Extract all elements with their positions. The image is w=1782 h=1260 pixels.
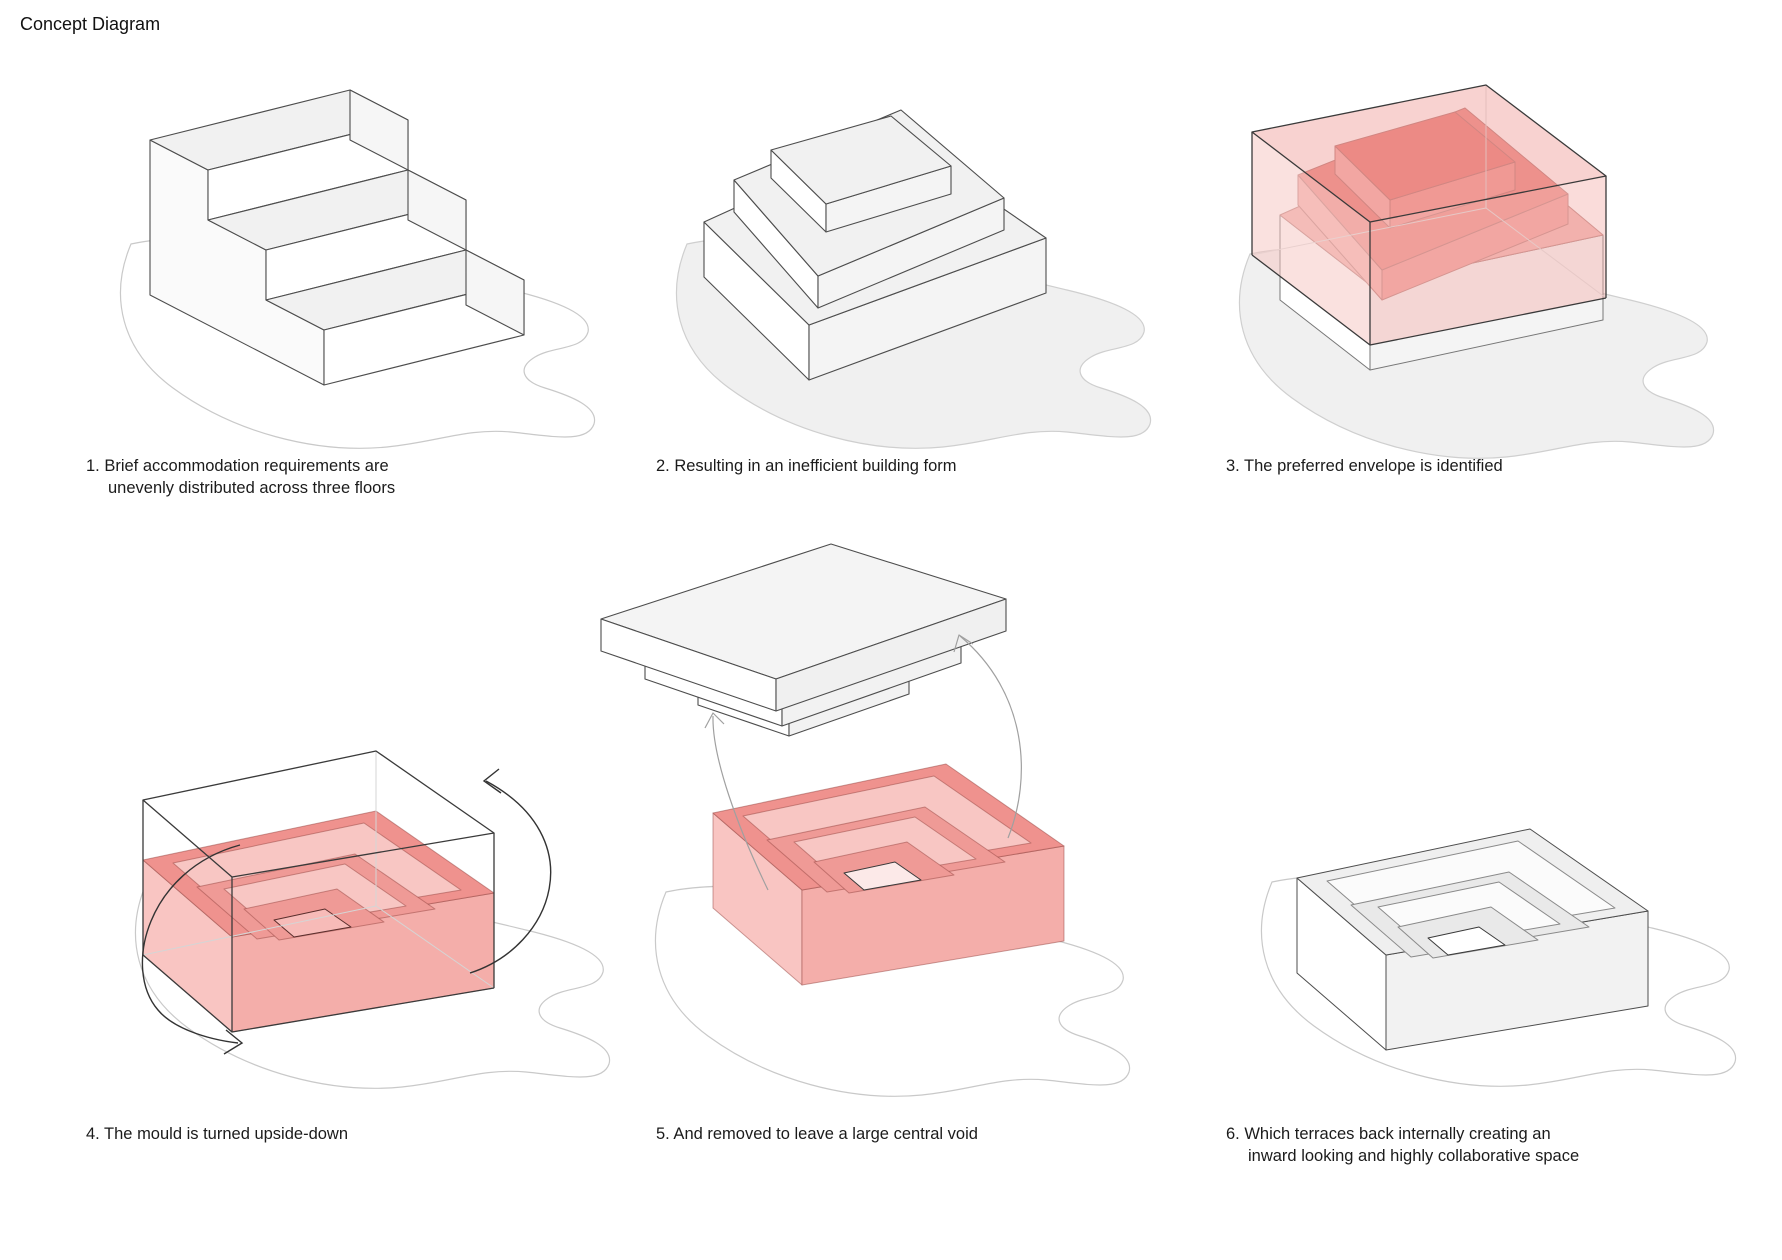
- lifted-inverted-mould: [600, 543, 1007, 737]
- caption-1: 1. Brief accommodation requirements are …: [86, 457, 396, 497]
- caption-4: 4. The mould is turned upside-down: [86, 1125, 349, 1143]
- panel-4: 4. The mould is turned upside-down: [86, 538, 656, 1168]
- terraced-courtyard-block: [1296, 828, 1649, 1051]
- preferred-envelope-box: [1251, 84, 1607, 346]
- panel-1: 1. Brief accommodation requirements are …: [86, 60, 656, 538]
- stepped-three-floor-massing-diagram: [119, 89, 596, 449]
- mould-upside-down-diagram: [134, 750, 611, 1089]
- page-title: Concept Diagram: [20, 14, 161, 34]
- envelope-identified-diagram: [1238, 84, 1715, 459]
- caption-3: 3. The preferred envelope is identified: [1226, 457, 1503, 475]
- ziggurat-massing-diagram: [675, 109, 1152, 449]
- panel-6: 6. Which terraces back internally creati…: [1226, 538, 1782, 1168]
- concept-diagram-grid: 1. Brief accommodation requirements are …: [86, 60, 1782, 1168]
- stepped-massing: [149, 89, 525, 386]
- internal-terraces-diagram: [1260, 828, 1737, 1087]
- rotation-arrow-icon: [141, 768, 552, 1055]
- panel-3: 3. The preferred envelope is identified: [1226, 60, 1782, 538]
- panel-2: 2. Resulting in an inefficient building …: [656, 60, 1226, 538]
- pink-mould-mass: [142, 810, 495, 1033]
- mould-removed-void-diagram: [600, 543, 1131, 1097]
- ziggurat-massing: [703, 109, 1047, 381]
- pink-block-with-void: [712, 763, 1065, 986]
- panel-5: 5. And removed to leave a large central …: [600, 538, 1226, 1168]
- caption-2: 2. Resulting in an inefficient building …: [656, 457, 957, 475]
- caption-5: 5. And removed to leave a large central …: [656, 1125, 978, 1143]
- caption-6: 6. Which terraces back internally creati…: [1226, 1125, 1580, 1165]
- lift-arrow-icon: [704, 634, 1022, 891]
